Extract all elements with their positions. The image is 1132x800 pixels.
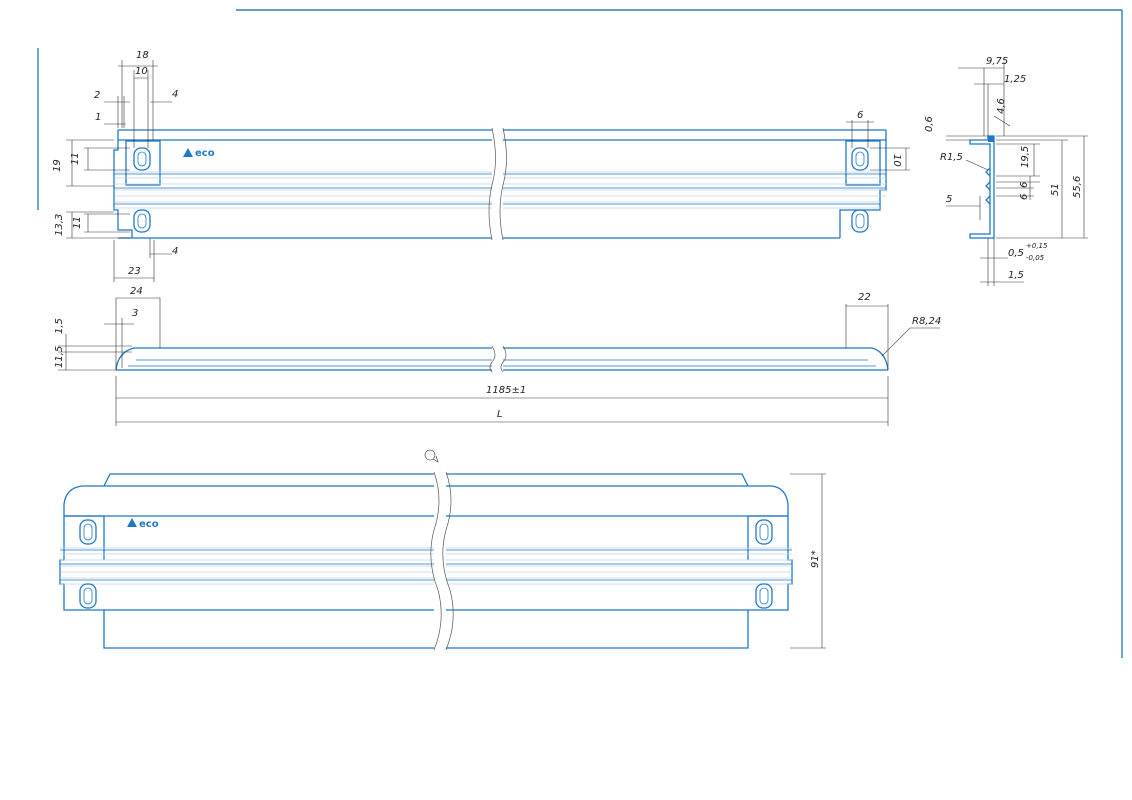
dim-4-6: 4,6 (996, 98, 1007, 114)
dim-1-5-side: 1,5 (1008, 270, 1024, 281)
logo-triangle-icon-2 (127, 518, 137, 527)
flat-pattern-view: eco 91* (59, 449, 826, 651)
dim-6: 6 (857, 110, 863, 121)
logo-text: eco (195, 148, 215, 159)
dim-55-6: 55,6 (1072, 176, 1083, 198)
radius-1-5: R1,5 (940, 152, 963, 163)
top-view: 24 3 1,5 11,5 22 R8,24 1185±1 L (54, 286, 941, 426)
dim-6a: 6 (1019, 182, 1030, 188)
dim-3: 3 (132, 308, 138, 319)
dim-10r: 10 (891, 154, 902, 167)
tolerance-minus: -0,05 (1026, 254, 1045, 262)
dim-11-5: 11,5 (54, 346, 65, 368)
dim-1-25: 1,25 (1004, 74, 1026, 85)
length-l: L (497, 409, 503, 420)
dim-19: 19 (52, 159, 63, 172)
dim-1-5-top: 1,5 (54, 318, 65, 334)
logo-triangle-icon (183, 148, 193, 157)
surface-symbol-icon (424, 449, 436, 461)
dim-2: 2 (94, 90, 100, 101)
dim-0-6: 0,6 (924, 116, 935, 132)
dim-5: 5 (946, 194, 952, 205)
dim-4b: 4 (172, 246, 178, 257)
dim-4: 4 (172, 89, 178, 100)
tolerance-plus: +0,15 (1026, 242, 1048, 250)
dim-11b: 11 (72, 216, 83, 229)
dim-9-75: 9,75 (986, 56, 1008, 67)
length-1185: 1185±1 (486, 385, 526, 396)
dim-18: 18 (136, 50, 149, 61)
dim-6b: 6 (1019, 194, 1030, 200)
dim-11a: 11 (70, 152, 81, 165)
dim-23: 23 (128, 266, 141, 277)
dim-13-3: 13,3 (54, 214, 65, 236)
dim-91: 91* (810, 550, 821, 568)
radius-8-24: R8,24 (912, 316, 941, 327)
dim-10: 10 (135, 66, 148, 77)
dim-0-5: 0,5 (1008, 248, 1024, 259)
dim-24: 24 (130, 286, 143, 297)
logo-text-2: eco (139, 519, 159, 530)
dim-22: 22 (858, 292, 871, 303)
dim-19-5: 19,5 (1020, 146, 1031, 168)
dim-1: 1 (95, 112, 101, 123)
side-profile-view: 9,75 1,25 4,6 0,6 R1,5 19,5 6 6 51 55,6 … (924, 56, 1088, 286)
front-view: eco 18 10 2 4 1 19 11 13,3 11 23 4 6 10 (52, 50, 910, 282)
dim-51: 51 (1050, 183, 1061, 196)
